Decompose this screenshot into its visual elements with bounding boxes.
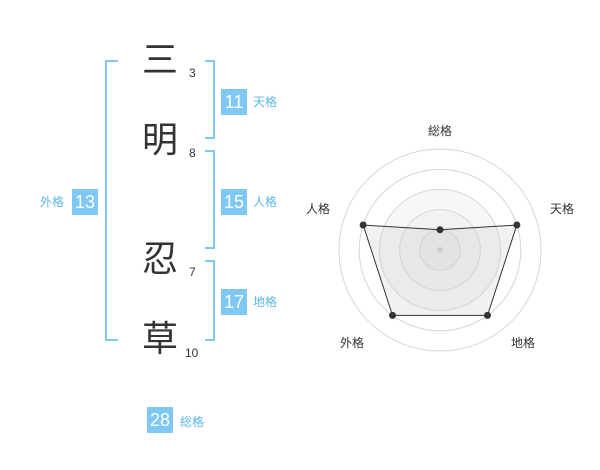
stroke-count-2: 8: [189, 146, 196, 160]
radar-axis-label-gai: 外格: [340, 336, 365, 350]
gaikaku-value: 13: [72, 189, 98, 215]
name-char-4: 草: [141, 319, 178, 360]
tenkaku-value: 11: [221, 89, 247, 115]
radar-axis-label-sou: 総格: [428, 124, 453, 138]
tenkaku-label: 天格: [253, 95, 278, 109]
chikaku-value: 17: [221, 289, 247, 315]
radar-point-1: [436, 226, 444, 234]
stroke-count-1: 3: [189, 66, 196, 80]
chikaku-label: 地格: [253, 295, 278, 309]
name-char-2: 明: [141, 120, 178, 161]
stroke-count-4: 10: [185, 346, 199, 360]
name-char-3: 忍: [141, 239, 178, 280]
radar-axis-label-jin: 人格: [306, 202, 331, 216]
name-char-1: 三: [141, 40, 178, 81]
gaikaku-label: 外格: [40, 195, 65, 209]
radar-point-5: [359, 221, 367, 229]
radar-axis-label-ten: 天格: [550, 202, 575, 216]
jinkaku-bracket: [205, 150, 215, 249]
radar-center: [437, 247, 443, 253]
jinkaku-label: 人格: [253, 195, 278, 209]
soukaku-label: 総格: [180, 415, 205, 429]
radar-polygon: [362, 224, 518, 316]
radar-axis-label-chi: 地格: [511, 336, 536, 350]
gaikaku-bracket: [105, 60, 118, 341]
tenkaku-bracket: [205, 60, 215, 139]
jinkaku-value: 15: [221, 189, 247, 215]
radar-point-4: [389, 311, 397, 319]
radar-point-2: [513, 221, 521, 229]
radar-point-3: [483, 311, 491, 319]
stroke-count-3: 7: [189, 265, 196, 279]
chikaku-bracket: [205, 260, 215, 341]
soukaku-value: 28: [147, 407, 173, 433]
